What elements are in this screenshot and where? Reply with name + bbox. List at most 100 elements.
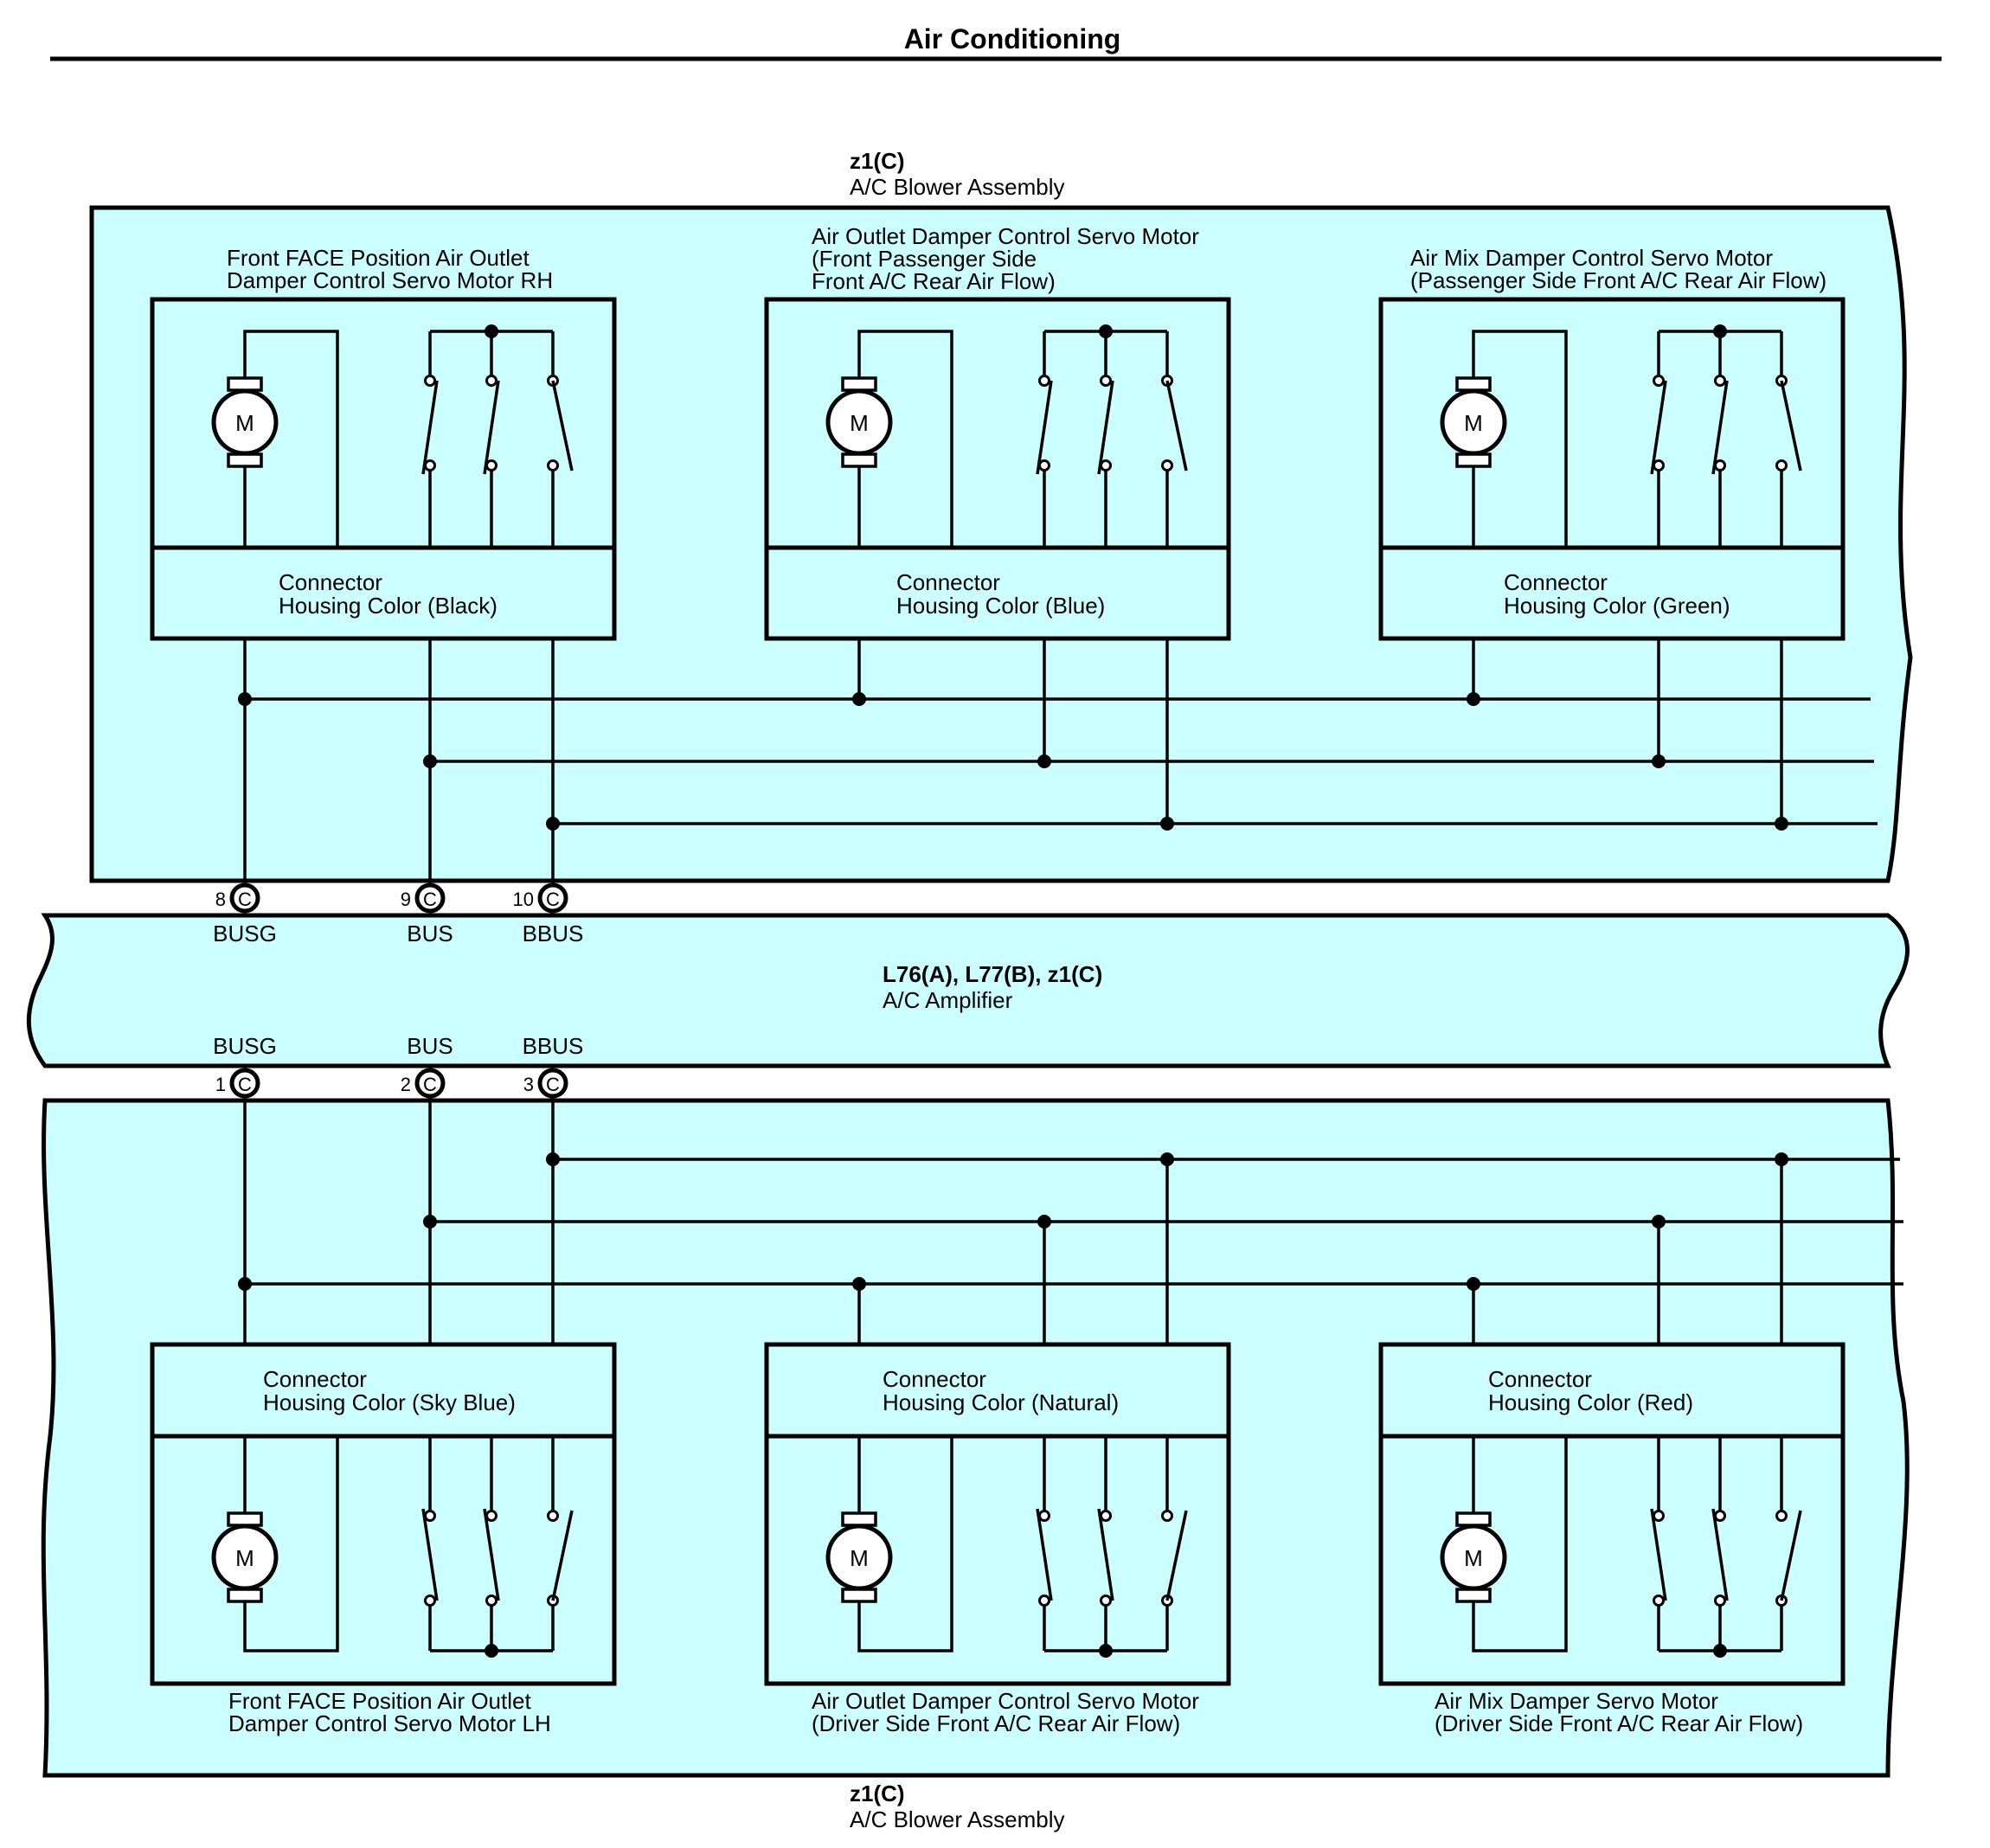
motor-brush-bottom bbox=[227, 452, 263, 468]
motor-label: M bbox=[1464, 410, 1483, 436]
motor-label: M bbox=[235, 1545, 254, 1571]
motor-brush-bottom bbox=[1455, 1588, 1492, 1603]
connector-housing-label: Connector bbox=[279, 569, 382, 595]
amplifier-code: L76(A), L77(B), z1(C) bbox=[883, 961, 1102, 987]
motor-name-line: (Passenger Side Front A/C Rear Air Flow) bbox=[1410, 267, 1826, 293]
connector-housing-label: Connector bbox=[883, 1366, 986, 1392]
connector-housing-label: Connector bbox=[1504, 569, 1608, 595]
switch-blade bbox=[1097, 380, 1114, 475]
junction-dot bbox=[1160, 1152, 1174, 1166]
motor-icon bbox=[1440, 388, 1507, 456]
connector-housing-label: Connector bbox=[1488, 1366, 1592, 1392]
motor-brush-top bbox=[841, 1511, 877, 1527]
motor-label: M bbox=[235, 410, 254, 436]
switch-blade bbox=[483, 380, 500, 475]
switch-blade bbox=[551, 1510, 574, 1601]
pin-signal-label: BBUS bbox=[523, 921, 584, 946]
switch-blade bbox=[1165, 380, 1188, 472]
pin-number: 1 bbox=[215, 1074, 226, 1095]
pin-signal-label: BBUS bbox=[523, 1033, 584, 1059]
motor-loop-wire bbox=[857, 330, 953, 548]
switch-blade bbox=[1097, 1508, 1114, 1601]
motor-brush-top bbox=[227, 376, 263, 392]
pin-number: 8 bbox=[215, 889, 226, 910]
motor-loop-wire bbox=[1472, 330, 1568, 548]
switch-contact bbox=[424, 375, 436, 387]
switch-blade bbox=[1780, 1510, 1802, 1601]
connector-pin bbox=[414, 882, 446, 914]
pin-number: 2 bbox=[401, 1074, 411, 1095]
servo-motor-rh-box bbox=[150, 297, 617, 641]
switch-contact bbox=[424, 1510, 436, 1522]
switch-blade bbox=[1650, 1508, 1667, 1601]
motor-brush-bottom bbox=[1455, 452, 1492, 468]
pin-signal-label: BUS bbox=[407, 1033, 453, 1059]
pin-signal-label: BUS bbox=[407, 921, 453, 946]
switch-blade bbox=[1711, 380, 1729, 475]
switch-contact bbox=[1100, 1595, 1112, 1607]
pin-connector-letter: C bbox=[546, 1074, 560, 1095]
switch-blade bbox=[421, 380, 439, 475]
motor-name-line: Air Mix Damper Control Servo Motor bbox=[1410, 245, 1773, 271]
motor-name-line: Air Mix Damper Servo Motor bbox=[1435, 1688, 1718, 1714]
pin-connector-letter: C bbox=[423, 1074, 437, 1095]
top-assembly-panel bbox=[89, 205, 1913, 883]
switch-contact bbox=[547, 459, 559, 472]
amplifier-name: A/C Amplifier bbox=[883, 987, 1013, 1013]
motor-name-line: (Front Passenger Side bbox=[812, 246, 1037, 272]
connector-housing-label: Housing Color (Black) bbox=[279, 593, 498, 619]
switch-blade bbox=[1780, 380, 1802, 472]
connector-housing-label: Housing Color (Sky Blue) bbox=[263, 1389, 516, 1415]
top-assembly-code: z1(C) bbox=[850, 148, 905, 174]
switch-contact bbox=[485, 459, 498, 472]
pin-signal-label: BUSG bbox=[213, 921, 277, 946]
connector-pin bbox=[537, 1068, 568, 1099]
switch-contact bbox=[1038, 459, 1050, 472]
motor-name-line: Damper Control Servo Motor RH bbox=[227, 267, 553, 293]
motor-brush-top bbox=[1455, 1511, 1492, 1527]
switch-contact bbox=[1653, 1510, 1665, 1522]
switch-contact bbox=[1100, 459, 1112, 472]
motor-brush-bottom bbox=[841, 452, 877, 468]
servo-motor-lh-box bbox=[764, 1342, 1231, 1686]
motor-brush-bottom bbox=[227, 1588, 263, 1603]
motor-name-line: Front A/C Rear Air Flow) bbox=[812, 268, 1056, 294]
motor-name-line: Front FACE Position Air Outlet bbox=[227, 245, 530, 271]
motor-brush-top bbox=[1455, 376, 1492, 392]
motor-brush-bottom bbox=[841, 1588, 877, 1603]
connector-housing-label: Housing Color (Red) bbox=[1488, 1389, 1693, 1415]
bottom-assembly-name: A/C Blower Assembly bbox=[850, 1806, 1065, 1832]
connector-pin bbox=[414, 1068, 446, 1099]
motor-icon bbox=[211, 1524, 279, 1591]
pin-number: 9 bbox=[401, 889, 411, 910]
junction-dot bbox=[1037, 1215, 1051, 1229]
motor-name-line: Air Outlet Damper Control Servo Motor bbox=[812, 223, 1199, 249]
servo-motor-rh-box bbox=[764, 297, 1231, 641]
switch-contact bbox=[1161, 459, 1173, 472]
switch-blade bbox=[1650, 380, 1667, 475]
switch-blade bbox=[1165, 1510, 1188, 1601]
motor-name-line: Front FACE Position Air Outlet bbox=[228, 1688, 531, 1714]
connector-pin bbox=[537, 882, 568, 914]
motor-name-line: (Driver Side Front A/C Rear Air Flow) bbox=[812, 1710, 1180, 1736]
connector-housing-label: Connector bbox=[263, 1366, 367, 1392]
amplifier-panel bbox=[26, 913, 1910, 1068]
motor-label: M bbox=[850, 1545, 869, 1571]
switch-contact bbox=[1038, 1595, 1050, 1607]
pin-connector-letter: C bbox=[423, 889, 437, 910]
switch-contact bbox=[1100, 375, 1112, 387]
switch-contact bbox=[485, 1595, 498, 1607]
pin-connector-letter: C bbox=[238, 1074, 252, 1095]
connector-pin bbox=[229, 882, 260, 914]
pin-signal-label: BUSG bbox=[213, 1033, 277, 1059]
switch-contact bbox=[1714, 375, 1726, 387]
switch-contact bbox=[485, 1510, 498, 1522]
pin-connector-letter: C bbox=[238, 889, 252, 910]
servo-motor-lh-box bbox=[150, 1342, 617, 1686]
connector-housing-label: Housing Color (Green) bbox=[1504, 593, 1730, 619]
motor-name-line: Air Outlet Damper Control Servo Motor bbox=[812, 1688, 1199, 1714]
switch-blade bbox=[1036, 380, 1053, 475]
pin-number: 3 bbox=[523, 1074, 534, 1095]
switch-contact bbox=[1161, 1510, 1173, 1522]
